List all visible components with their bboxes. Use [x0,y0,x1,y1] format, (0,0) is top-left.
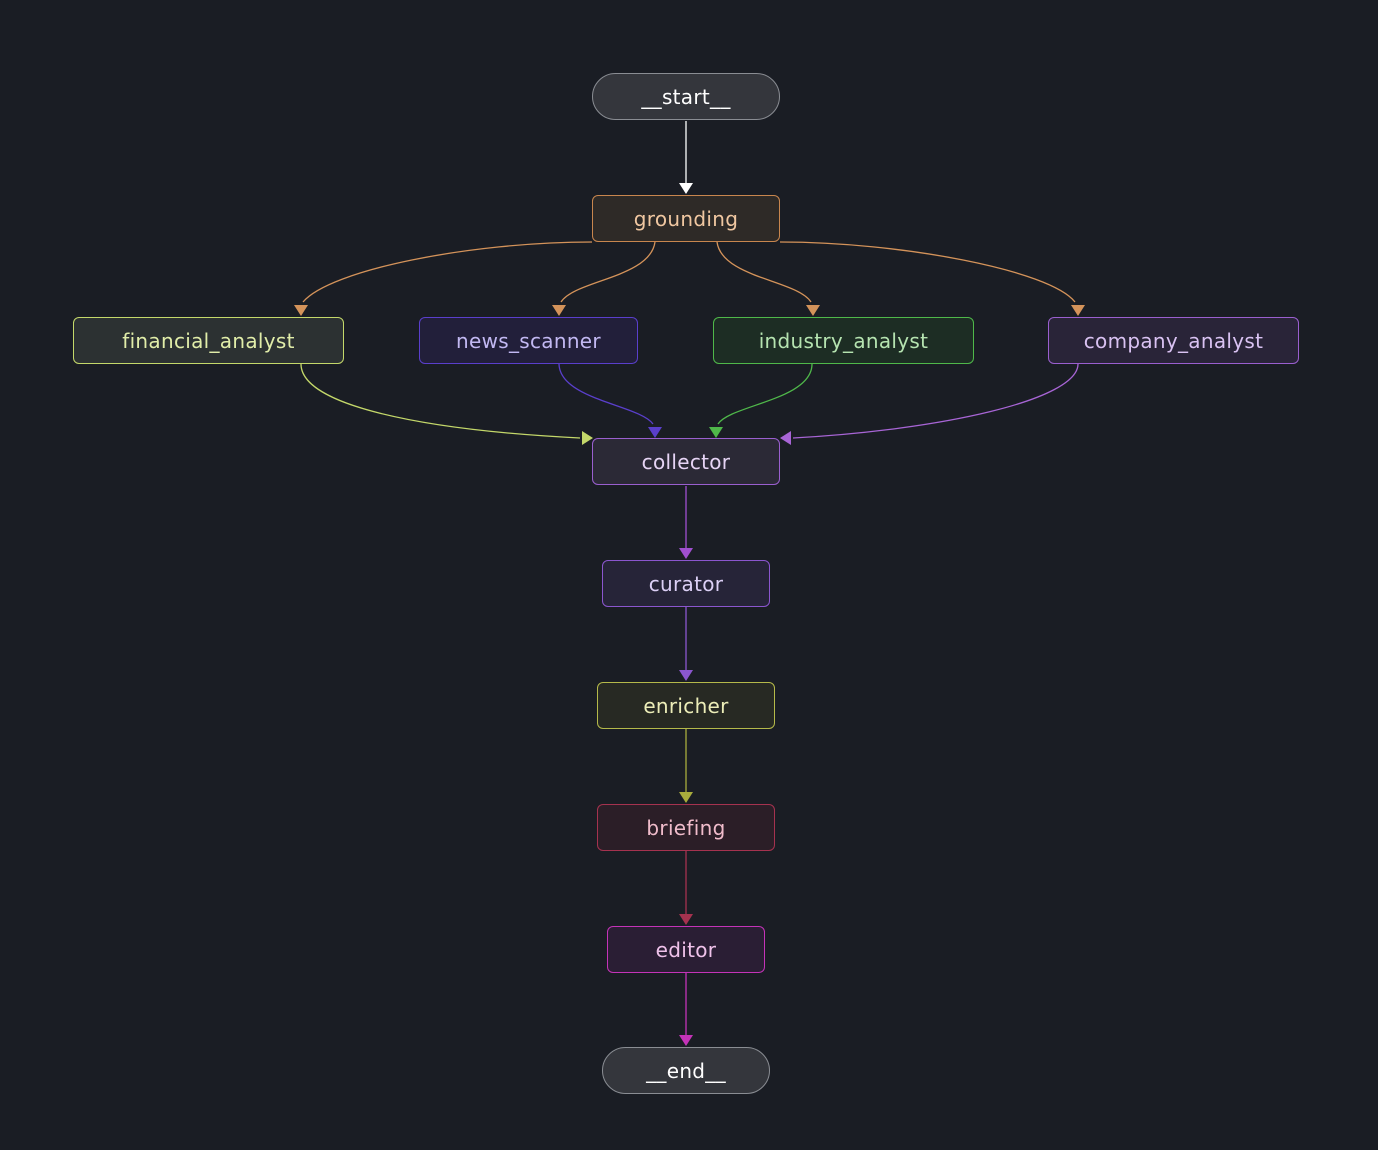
node-curator-label: curator [648,571,724,596]
edge-grounding-to-financial [302,241,593,303]
edge-grounding-to-industry [716,241,812,303]
node-company-analyst-label: company_analyst [1083,328,1264,353]
node-briefing[interactable]: briefing [597,804,775,851]
edge-company-to-collector [792,363,1079,439]
edge-news-to-collector [558,363,654,425]
node-company-analyst[interactable]: company_analyst [1048,317,1299,364]
node-editor[interactable]: editor [607,926,765,973]
node-news-scanner[interactable]: news_scanner [419,317,638,364]
arrowhead-financial-to-collector [582,431,593,445]
node-news-scanner-label: news_scanner [456,328,601,353]
node-curator[interactable]: curator [602,560,770,607]
node-enricher[interactable]: enricher [597,682,775,729]
arrowhead-grounding-to-news [552,305,566,316]
arrowhead-briefing-to-editor [679,914,693,925]
arrowhead-grounding-to-company [1071,305,1085,316]
arrowhead-company-to-collector [780,431,791,445]
arrowhead-grounding-to-industry [806,305,820,316]
node-briefing-label: briefing [646,815,726,840]
node-collector[interactable]: collector [592,438,780,485]
node-start[interactable]: __start__ [592,73,780,120]
arrowhead-editor-to-end [679,1035,693,1046]
arrowhead-collector-to-curator [679,548,693,559]
arrowhead-news-to-collector [648,427,662,438]
node-grounding[interactable]: grounding [592,195,780,242]
node-financial-analyst-label: financial_analyst [122,328,295,353]
node-industry-analyst[interactable]: industry_analyst [713,317,974,364]
edge-financial-to-collector [300,363,581,439]
node-start-label: __start__ [641,84,731,109]
node-enricher-label: enricher [643,693,729,718]
node-industry-analyst-label: industry_analyst [758,328,929,353]
node-collector-label: collector [641,449,731,474]
edge-layer [294,121,1085,1046]
arrowhead-grounding-to-financial [294,305,308,316]
node-grounding-label: grounding [633,206,739,231]
arrowhead-start-to-grounding [679,183,693,194]
edge-grounding-to-company [779,241,1076,303]
arrowhead-curator-to-enricher [679,670,693,681]
node-end-label: __end__ [646,1058,726,1083]
edge-grounding-to-news [560,241,656,303]
node-editor-label: editor [655,937,717,962]
arrowhead-enricher-to-briefing [679,792,693,803]
edge-industry-to-collector [717,363,813,425]
arrowhead-industry-to-collector [709,427,723,438]
node-end[interactable]: __end__ [602,1047,770,1094]
node-financial-analyst[interactable]: financial_analyst [73,317,344,364]
